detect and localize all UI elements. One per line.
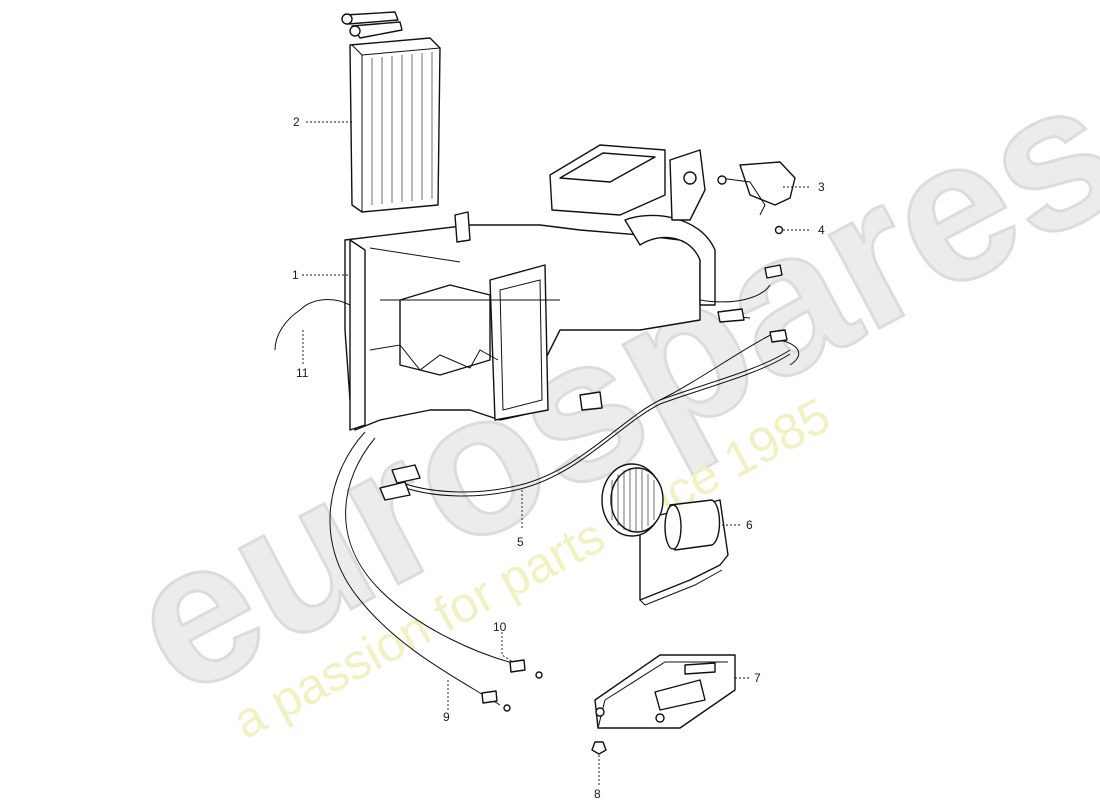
watermark-brand: eurospares: [95, 35, 1100, 738]
air-duct-cover: [594, 654, 736, 729]
heater-core: [341, 11, 441, 213]
callout-6: 6: [746, 518, 753, 532]
callout-11: 11: [296, 366, 309, 380]
callout-7: 7: [754, 671, 761, 685]
wiring-harness: [379, 264, 800, 501]
callout-9: 9: [443, 710, 450, 724]
callout-8: 8: [594, 787, 601, 800]
heater-housing: [344, 144, 716, 431]
control-cables: [274, 299, 543, 712]
screw-part-8: [591, 741, 607, 755]
blower-motor: [601, 463, 729, 606]
callout-2: 2: [293, 115, 300, 129]
callout-10: 10: [493, 620, 507, 634]
screw-part-4: [774, 225, 784, 235]
callout-3: 3: [818, 180, 825, 194]
callout-labels: 2 1 3 4 5 6 7 8 9 10 11: [292, 115, 825, 800]
callout-1: 1: [292, 268, 299, 282]
callout-4: 4: [818, 223, 825, 237]
callout-5: 5: [517, 535, 524, 549]
blower-resistor: [717, 161, 796, 216]
leader-lines: [302, 121, 810, 785]
